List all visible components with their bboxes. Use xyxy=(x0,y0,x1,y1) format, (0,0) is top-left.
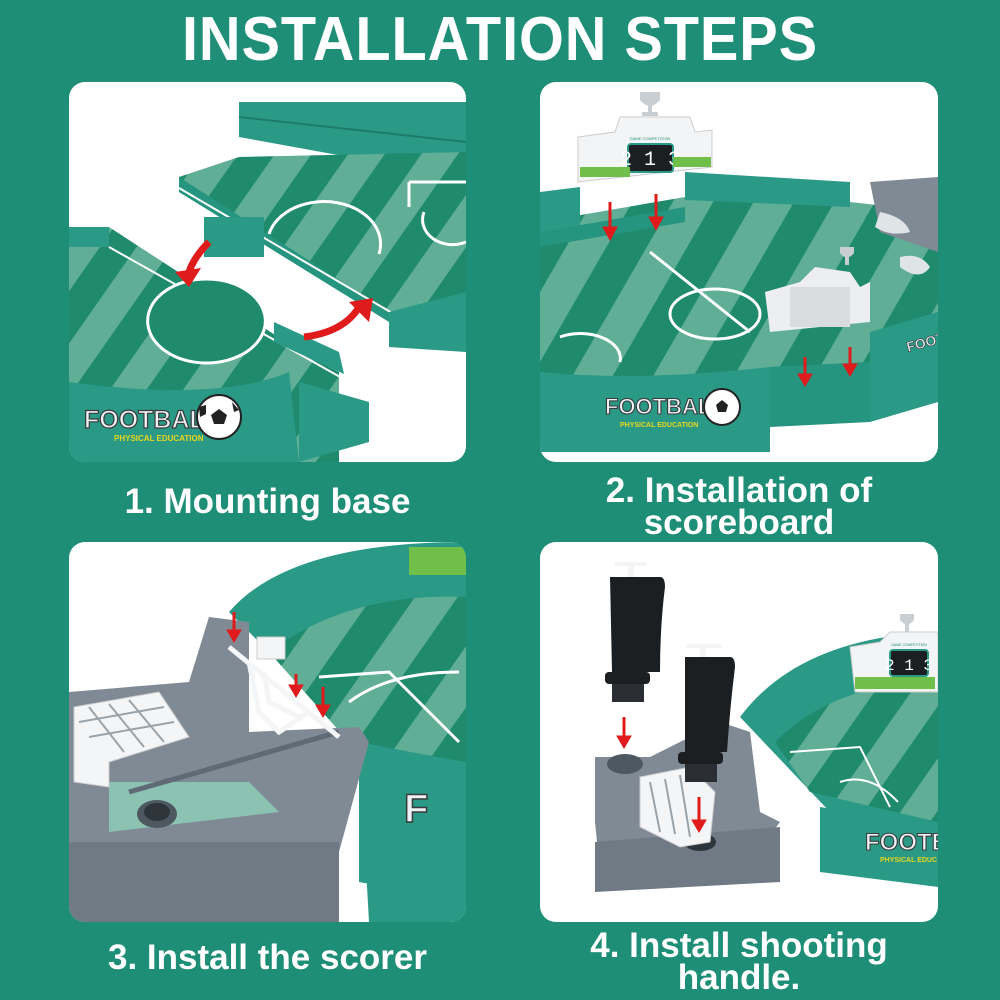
football-logo: F xyxy=(404,787,428,831)
step-2-caption: 2. Installation of scoreboard xyxy=(540,471,938,542)
step-1-image: FOOTBALL PHYSICAL EDUCATION xyxy=(69,82,466,462)
goal-net xyxy=(73,691,190,788)
step-4-image: FOOTB PHYSICAL EDUC 2 1 3 GAME COMPETITI… xyxy=(540,542,938,922)
football-logo: FOOTBALL PHYSICAL EDUCATION xyxy=(604,388,741,429)
step-4-caption: 4. Install shooting handle. xyxy=(540,926,938,997)
scorer-frame xyxy=(227,645,341,739)
mounting-base-illustration: FOOTBALL PHYSICAL EDUCATION xyxy=(69,102,466,462)
scoreboard-installation-illustration: 2 1 3 GAME COMPETITION FOOTBALL PHYSICAL… xyxy=(540,92,938,452)
shooting-handle xyxy=(678,644,735,782)
football-logo: FOOTB PHYSICAL EDUC xyxy=(864,828,938,864)
scoreboard: 2 1 3 GAME COMPETITION xyxy=(849,614,938,693)
football-logo: FOOTBALL PHYSICAL EDUCATION xyxy=(83,394,242,443)
down-arrows xyxy=(602,194,858,387)
page-title: INSTALLATION STEPS xyxy=(181,5,819,74)
step-2-image: 2 1 3 GAME COMPETITION FOOTBALL PHYSICAL… xyxy=(540,82,938,462)
step-4-caption-line-1: 4. Install shooting xyxy=(590,926,888,965)
step-4-caption-line-2: handle. xyxy=(677,958,801,997)
step-1-caption: 1. Mounting base xyxy=(124,482,411,521)
scoreboard: 2 1 3 GAME COMPETITION xyxy=(577,92,713,183)
shooting-handle-installation-illustration: FOOTB PHYSICAL EDUC 2 1 3 GAME COMPETITI… xyxy=(595,562,938,892)
step-2-caption-line-2: scoreboard xyxy=(643,503,835,542)
step-3-caption: 3. Install the scorer xyxy=(107,938,428,977)
svg-text:FOOTB: FOOTB xyxy=(865,829,938,856)
scorer-installation-illustration: F xyxy=(69,542,466,922)
svg-text:GAME COMPETITION: GAME COMPETITION xyxy=(630,136,671,141)
svg-text:GAME COMPETITION: GAME COMPETITION xyxy=(891,643,927,647)
svg-text:PHYSICAL EDUC: PHYSICAL EDUC xyxy=(880,857,937,864)
svg-text:PHYSICAL EDUCATION: PHYSICAL EDUCATION xyxy=(114,434,204,443)
svg-text:2 1 3: 2 1 3 xyxy=(620,149,680,172)
svg-text:2 1 3: 2 1 3 xyxy=(885,657,933,675)
step-3-image: F xyxy=(69,542,466,922)
shooting-handle xyxy=(605,562,665,702)
step-2-caption-line-1: 2. Installation of xyxy=(605,471,873,510)
svg-text:PHYSICAL EDUCATION: PHYSICAL EDUCATION xyxy=(620,422,698,429)
